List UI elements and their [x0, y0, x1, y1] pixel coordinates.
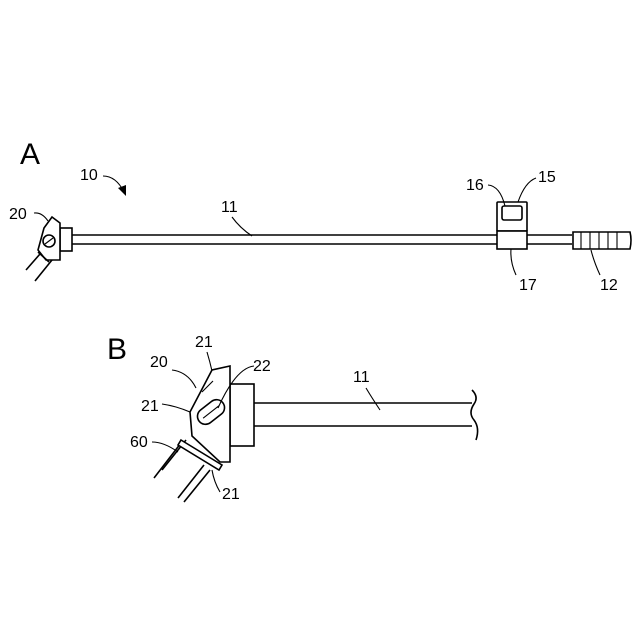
handle-12	[573, 232, 631, 249]
ref-17: 17	[519, 277, 537, 294]
ref-20-b-leader	[172, 370, 196, 388]
ref-20-leader	[34, 213, 48, 221]
tube-11-detail	[254, 390, 478, 440]
ref-15: 15	[538, 169, 556, 186]
ref-11-b: 11	[353, 369, 370, 386]
ref-16: 16	[466, 177, 484, 194]
ref-60-leader	[152, 442, 178, 452]
ref-11: 11	[221, 199, 238, 216]
panel-b: B 11 21 20 22	[107, 333, 478, 503]
panel-a-label: A	[20, 138, 40, 171]
head-assembly-20	[26, 217, 72, 281]
ref-20-b: 20	[150, 354, 168, 371]
ref-10: 10	[80, 167, 98, 184]
head-assembly-20-detail	[154, 366, 254, 502]
panel-b-label: B	[107, 333, 127, 366]
ref-11-leader	[232, 217, 252, 236]
ref-12-leader	[591, 250, 600, 275]
ref-20: 20	[9, 206, 27, 223]
ref-22: 22	[253, 358, 271, 375]
clamp-block-15	[497, 202, 527, 249]
ref-17-leader	[511, 249, 516, 275]
panel-a: A 10 11 12 16	[9, 138, 631, 294]
ref-10-arrowhead	[118, 185, 126, 196]
ref-11-b-leader	[366, 388, 380, 410]
ref-21-top-leader	[207, 352, 212, 371]
ref-21-left: 21	[141, 398, 159, 415]
ref-12: 12	[600, 277, 618, 294]
ref-21-bottom-leader	[212, 470, 220, 492]
ref-21-left-leader	[162, 404, 190, 412]
ref-21-top: 21	[195, 334, 213, 351]
ref-60: 60	[130, 434, 148, 451]
ref-15-leader	[518, 178, 536, 202]
ref-21-bottom: 21	[222, 486, 240, 503]
